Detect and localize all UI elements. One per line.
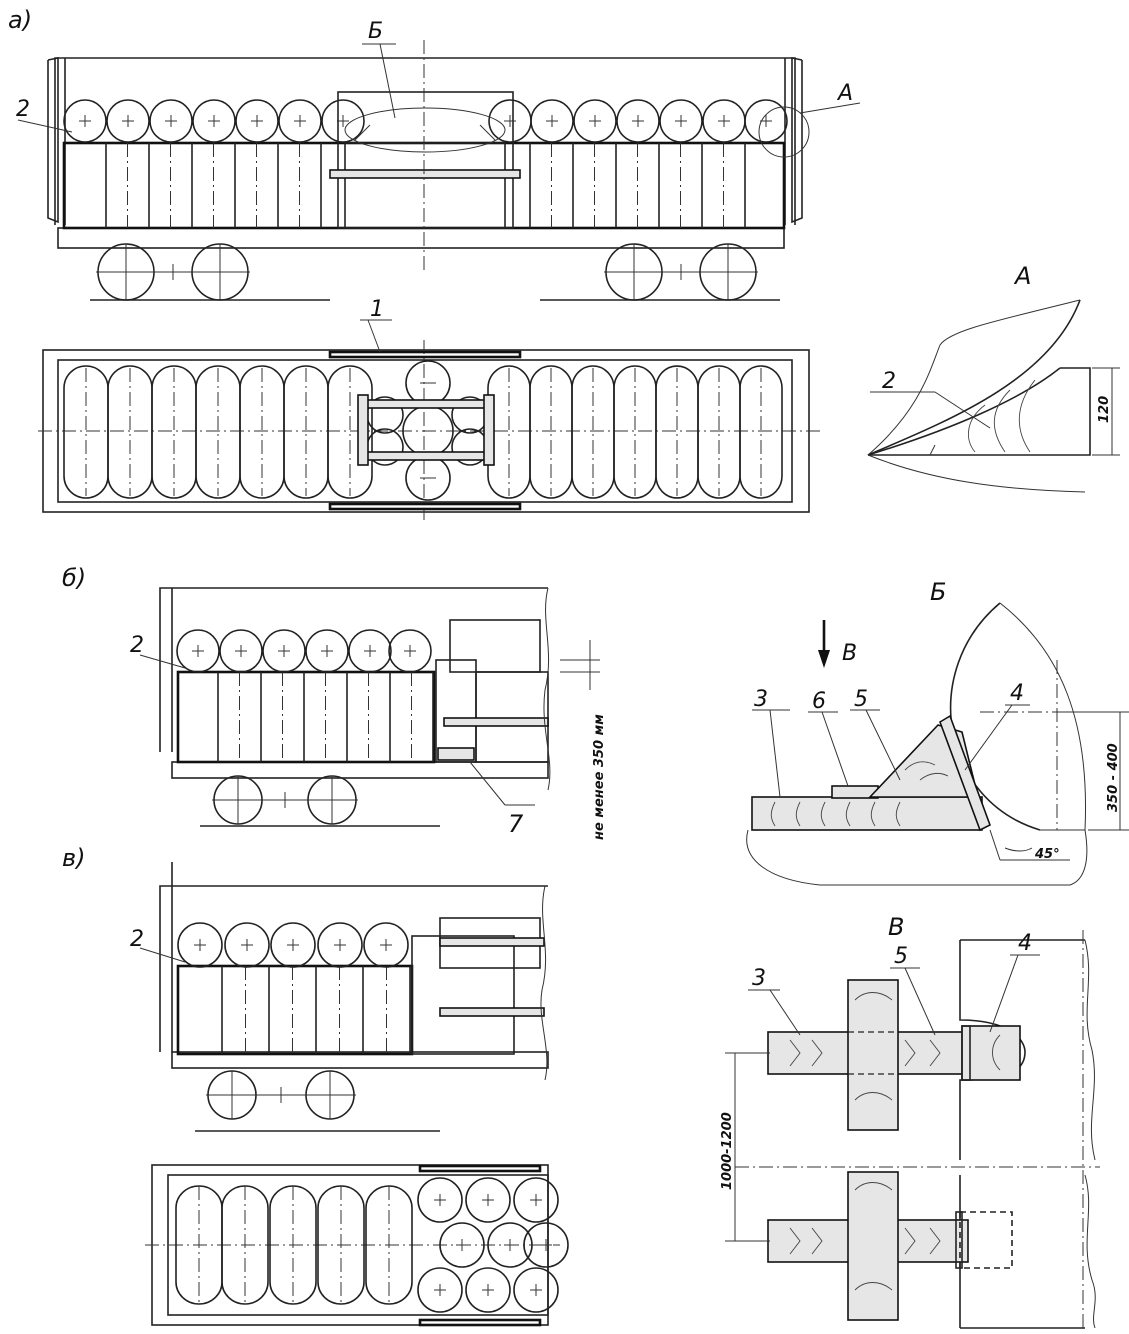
log-plan [283, 365, 329, 499]
log-plan [239, 365, 285, 499]
view-a-plan: 1 [38, 297, 820, 520]
callout-2-b: 2 [130, 633, 144, 658]
view-v: в) 2 [62, 844, 569, 1327]
log-plan [221, 1185, 269, 1305]
view-a-side-elevation: а) [8, 6, 861, 301]
log-end [417, 1177, 463, 1223]
detail-v-title: В [888, 913, 904, 941]
log-plan [655, 365, 699, 499]
detail-a-marker: А [836, 81, 853, 106]
log-end [192, 99, 236, 143]
log-end [262, 629, 306, 673]
callout-2-detail-a: 2 [882, 369, 896, 394]
log-end [616, 99, 660, 143]
log-end [523, 1222, 569, 1268]
log-end [177, 922, 223, 968]
log-plan [613, 365, 657, 499]
log-end [465, 1177, 511, 1223]
log-end [659, 99, 703, 143]
log-end [465, 1267, 511, 1313]
dim-120: 120 [1097, 396, 1112, 423]
log-end [439, 1222, 485, 1268]
log-end [219, 629, 263, 673]
log-plan [327, 365, 373, 499]
log-end [363, 922, 409, 968]
log-end [513, 1267, 559, 1313]
view-v-label: в) [62, 844, 86, 872]
wheelset-b [200, 775, 440, 827]
callout-3-v: 3 [752, 966, 766, 991]
arrow-v-label: В [842, 641, 857, 666]
log-end [63, 99, 107, 143]
callout-1: 1 [370, 297, 384, 322]
detail-a-title: А [1013, 262, 1031, 290]
log-end [417, 1267, 463, 1313]
log-end [149, 99, 193, 143]
callout-3-b: 3 [754, 687, 768, 712]
angle-45: 45° [1034, 847, 1060, 862]
log-end [224, 922, 270, 968]
log-plan [697, 365, 741, 499]
log-plan [151, 365, 197, 499]
log-end [321, 99, 365, 143]
log-end [106, 99, 150, 143]
log-end [744, 99, 788, 143]
log-end [278, 99, 322, 143]
log-plan [529, 365, 573, 499]
detail-b-marker: Б [368, 19, 383, 44]
callout-4-v: 4 [1018, 931, 1032, 956]
log-end [305, 629, 349, 673]
callout-5-v: 5 [894, 944, 908, 969]
log-end [317, 922, 363, 968]
dim-350-400: 350 - 400 [1106, 743, 1121, 812]
log-plan [739, 365, 783, 499]
wheelset-v [195, 1070, 440, 1132]
log-end [487, 1222, 533, 1268]
detail-b-title: Б [930, 578, 946, 606]
log-plan [195, 365, 241, 499]
log-end [176, 629, 220, 673]
wheelset-right [540, 243, 780, 301]
detail-a: А 120 2 [867, 262, 1120, 493]
wheelset-left [90, 243, 330, 301]
view-b: б) не менее 350 мм 7 2 [62, 564, 607, 840]
log-end [573, 99, 617, 143]
log-plan [269, 1185, 317, 1305]
dim-min-350: не менее 350 мм [592, 714, 607, 840]
log-end [270, 922, 316, 968]
callout-5-b: 5 [854, 687, 868, 712]
log-plan [571, 365, 615, 499]
view-a-label: а) [8, 6, 32, 34]
log-plan [63, 365, 109, 499]
callout-7: 7 [508, 810, 524, 838]
callout-2-a: 2 [16, 97, 30, 122]
dim-1000-1200: 1000-1200 [720, 1112, 735, 1190]
log-plan [365, 1185, 413, 1305]
log-end [235, 99, 279, 143]
log-end [388, 629, 432, 673]
log-plan [317, 1185, 365, 1305]
callout-6: 6 [812, 689, 826, 714]
detail-b: Б В 350 - 400 [746, 578, 1129, 886]
callout-2-v: 2 [130, 927, 144, 952]
log-end [530, 99, 574, 143]
callout-4-b: 4 [1010, 681, 1024, 706]
detail-v: В [720, 913, 1100, 1330]
log-plan [107, 365, 153, 499]
log-end [348, 629, 392, 673]
log-end [513, 1177, 559, 1223]
arrow-v-icon [818, 620, 830, 668]
view-b-label: б) [62, 564, 86, 592]
